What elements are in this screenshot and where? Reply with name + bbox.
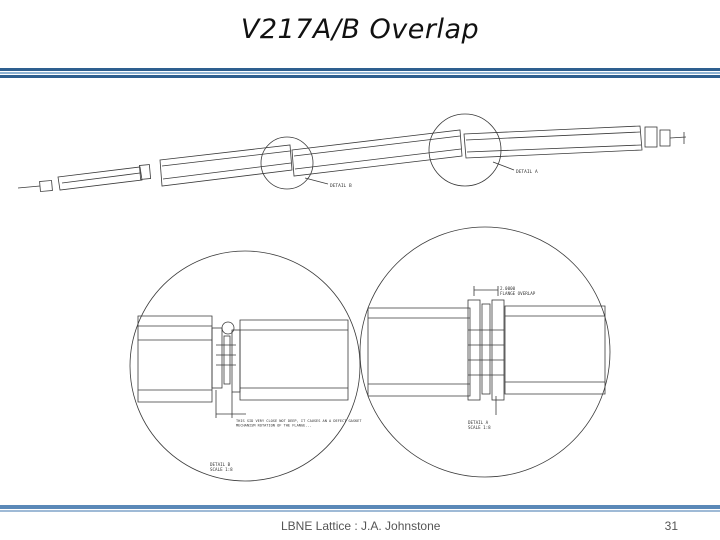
detail-b-label: DETAIL B SCALE 1:8 <box>210 462 233 472</box>
footer-band <box>0 505 720 512</box>
detail-a-label: DETAIL A SCALE 1:8 <box>468 420 491 430</box>
callout-detail-b: DETAIL B <box>330 183 352 189</box>
title-rule <box>0 68 720 78</box>
detail-b-view <box>129 250 361 482</box>
page-number: 31 <box>664 519 678 533</box>
footer-text: LBNE Lattice : J.A. Johnstone <box>281 519 441 533</box>
magnet-assembly-overview <box>17 113 687 192</box>
slide-title: V217A/B Overlap <box>240 14 480 45</box>
callout-detail-a: DETAIL A <box>516 169 538 175</box>
detail-a-dim: 2.0000 FLANGE OVERLAP <box>500 286 536 296</box>
technical-drawing: DETAIL B DETAIL A <box>17 113 687 482</box>
detail-a-callout-circle <box>428 113 502 187</box>
detail-b-callout-circle <box>260 136 314 190</box>
detail-b-note: THIS SID VERY CLOSE NOT DEEP, IT CAUSES … <box>236 419 364 428</box>
detail-a-view <box>359 226 611 478</box>
